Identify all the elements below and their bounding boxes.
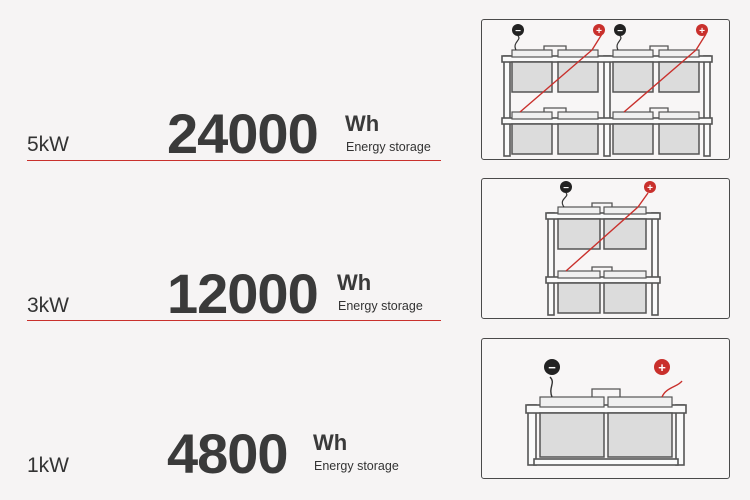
row-divider: [27, 160, 441, 161]
svg-text:−: −: [548, 360, 556, 375]
battery-rack-diagram-small: − +: [481, 338, 730, 479]
capacity-caption: Energy storage: [338, 299, 423, 313]
row-divider: [27, 320, 441, 321]
spec-row-1kw: 1kW 4800 Wh Energy storage: [0, 320, 750, 485]
rack-8-batteries-icon: − − + +: [501, 24, 713, 157]
rack-2-batteries-icon: − +: [525, 359, 687, 466]
capacity-value: 4800: [167, 422, 289, 485]
positive-terminal-icon: [593, 24, 605, 36]
capacity-unit: Wh: [345, 111, 380, 136]
svg-text:+: +: [699, 26, 705, 37]
positive-terminal-icon: [644, 181, 656, 193]
capacity-value: 24000: [167, 102, 319, 165]
svg-text:−: −: [617, 26, 623, 37]
capacity-value: 12000: [167, 262, 319, 325]
svg-text:−: −: [515, 26, 521, 37]
capacity-unit: Wh: [337, 270, 372, 295]
rack-4-batteries-icon: − +: [545, 181, 661, 316]
svg-text:+: +: [596, 26, 602, 37]
power-rating: 3kW: [27, 294, 69, 317]
capacity-unit: Wh: [313, 430, 348, 455]
capacity-caption: Energy storage: [314, 459, 399, 473]
spec-row-3kw: 3kW 12000 Wh Energy storage: [0, 160, 750, 325]
svg-text:−: −: [563, 183, 569, 194]
battery-rack-diagram-medium: − +: [481, 178, 730, 319]
power-rating: 1kW: [27, 454, 69, 477]
spec-row-5kw: 5kW 24000 Wh Energy storage: [0, 0, 750, 165]
svg-text:+: +: [647, 183, 653, 194]
capacity-caption: Energy storage: [346, 140, 431, 154]
negative-terminal-icon: [560, 181, 572, 193]
power-rating: 5kW: [27, 133, 69, 156]
negative-terminal-icon: [512, 24, 524, 36]
negative-terminal-icon: [544, 359, 560, 375]
positive-terminal-icon: [654, 359, 670, 375]
svg-text:+: +: [658, 360, 666, 375]
battery-rack-diagram-large: − − + +: [481, 19, 730, 160]
